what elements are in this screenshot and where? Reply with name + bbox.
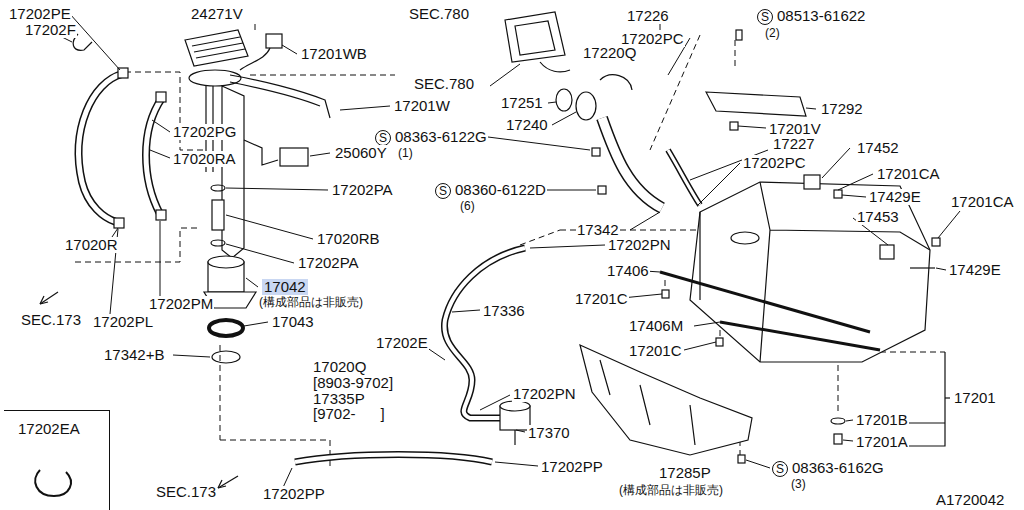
part-number: SEC.173 [20, 312, 82, 328]
part-number: 17201CA [876, 166, 941, 182]
circled-mark: S [375, 130, 391, 146]
part-number: 17201 [953, 390, 997, 406]
part-number: 17020RA [172, 151, 237, 167]
part-number: 17202PA [297, 255, 360, 271]
part-number: 17406 [606, 263, 650, 279]
part-number: 17201WB [300, 46, 368, 62]
part-number: 17202PC [742, 155, 807, 171]
part-number: 17201CA [950, 194, 1015, 210]
part-number: SEC.780 [408, 6, 470, 22]
part-number: 17201A [855, 434, 909, 450]
part-number: 17202PA [331, 182, 394, 198]
part-number: 25060Y [334, 145, 388, 161]
part-number: 17240 [505, 117, 549, 133]
part-number: 17342+B [103, 347, 165, 363]
part-number: 17336 [482, 303, 526, 319]
part-number: 08363-6162G [791, 460, 885, 476]
part-number: SEC.780 [413, 76, 475, 92]
part-number: 17335P [312, 391, 366, 407]
part-number: [9702- ] [312, 406, 386, 422]
part-number: 17020R [64, 237, 119, 253]
part-number: 17202F [24, 22, 77, 38]
part-number: 17202PP [540, 459, 604, 475]
note-text: (構成部品は非販売) [618, 484, 724, 497]
part-number: 08513-61622 [776, 8, 866, 24]
part-number: 17201C [574, 291, 629, 307]
part-number: 17201C [628, 343, 683, 359]
part-number: 17452 [856, 140, 900, 156]
part-number: 08360-6122D [454, 182, 547, 198]
part-number: 17201W [393, 98, 451, 114]
part-number: 17453 [856, 209, 900, 225]
part-number: 17202PM [148, 296, 214, 312]
part-number: 17201B [855, 412, 909, 428]
part-number: 17202PL [92, 314, 154, 330]
part-number: 17043 [271, 314, 315, 330]
part-number: 17042 [262, 279, 308, 295]
note-text: (3) [790, 478, 807, 491]
part-number: 17202PG [172, 124, 237, 140]
part-number: 17370 [527, 425, 571, 441]
part-number: 17220Q [582, 45, 637, 61]
part-number: [8903-9702] [312, 375, 394, 391]
note-text: (2) [764, 27, 781, 40]
part-number: A1720042 [935, 492, 1005, 508]
circled-mark: S [435, 183, 451, 199]
part-number: 17202PN [512, 386, 577, 402]
part-number: 17202E [375, 335, 429, 351]
part-number: 17020RB [316, 231, 381, 247]
part-number: 17202EA [18, 421, 80, 437]
note-text: (1) [397, 147, 414, 160]
part-number: 17429E [868, 189, 922, 205]
inset-box: 17202EA [4, 410, 110, 510]
part-number: 17227 [772, 136, 816, 152]
part-number: 08363-6122G [394, 129, 488, 145]
part-number: 17429E [948, 262, 1002, 278]
part-number: 17201V [768, 121, 822, 137]
part-number: 17020Q [312, 359, 367, 375]
part-number: 17406M [628, 318, 684, 334]
note-text: (6) [459, 200, 476, 213]
circled-mark: S [772, 461, 788, 477]
part-number: 17226 [626, 8, 670, 24]
part-number: 17342 [576, 222, 620, 238]
part-number: 24271V [190, 6, 244, 22]
part-number: 17251 [500, 95, 544, 111]
part-number: 17202PE [8, 6, 72, 22]
part-number: 17202PN [607, 237, 672, 253]
circled-mark: S [757, 9, 773, 25]
part-number: 17292 [820, 101, 864, 117]
part-number: 17285P [658, 465, 712, 481]
part-number: SEC.173 [155, 484, 217, 500]
part-number: 17202PP [262, 486, 326, 502]
note-text: (構成部品は非販売) [258, 296, 364, 309]
